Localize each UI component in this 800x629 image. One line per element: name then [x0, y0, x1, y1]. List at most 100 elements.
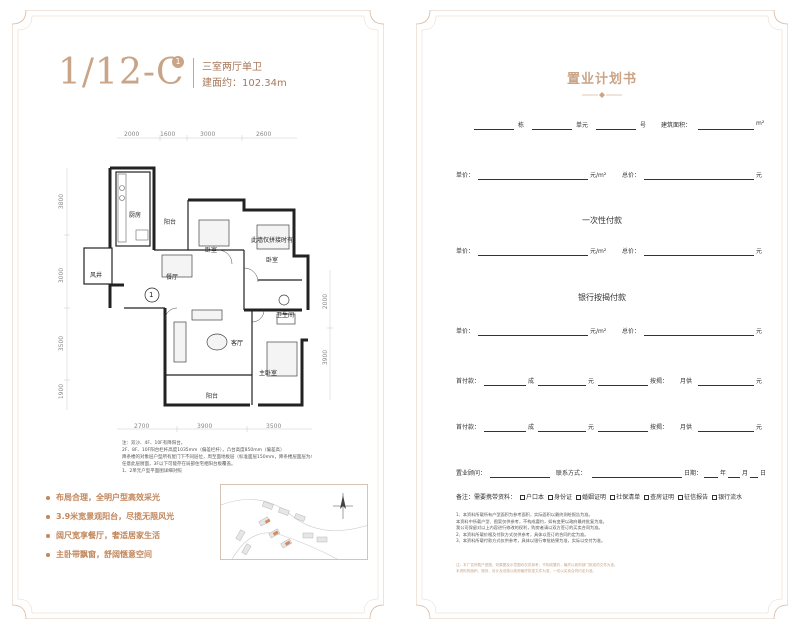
loan-field[interactable]: [598, 385, 648, 386]
note-line: 任意此层厨面，3F以下可能存在局部住宅相阳台板覆盖。: [122, 462, 236, 467]
mortgage-plan-row: 首付款： 成 元 按揭： 月供 元: [456, 376, 762, 388]
down-amount-field[interactable]: [538, 431, 586, 432]
unit-price-field[interactable]: [478, 335, 588, 336]
total-price-field[interactable]: [644, 255, 754, 256]
monthly-field[interactable]: [698, 431, 754, 432]
unit-price-label: 单价：: [456, 248, 475, 255]
year-field[interactable]: [704, 477, 718, 478]
monthly-unit: 元: [756, 424, 763, 431]
loan-field[interactable]: [598, 431, 648, 432]
building-field[interactable]: [474, 129, 514, 130]
feature-text: 阔尺宽享餐厅，奢适居家生活: [56, 531, 160, 540]
contact-field[interactable]: [592, 477, 682, 478]
purchase-plan-panel: 置业计划书 栋 单元 号 建筑面积： m² 单价： 元/m² 总价： 元 一次性…: [416, 10, 788, 619]
plan-note: 此墙仅拼接时有: [251, 237, 294, 244]
unit-label: 单元: [576, 122, 589, 129]
checkbox-bank[interactable]: [712, 494, 718, 500]
consultant-field[interactable]: [490, 477, 550, 478]
doc-item: 征信报告: [684, 494, 709, 501]
feature-text: 3.9米宽景观阳台，尽揽无限风光: [56, 512, 175, 521]
checkbox-credit[interactable]: [678, 494, 684, 500]
monthly-unit: 元: [756, 378, 763, 385]
day-field[interactable]: [750, 477, 758, 478]
dim-bottom-3: 3500: [266, 423, 282, 430]
feature-item: 3.9米宽景观阳台，尽揽无限风光: [46, 507, 216, 526]
unit-field[interactable]: [532, 129, 572, 130]
total-price-field[interactable]: [644, 179, 754, 180]
total-price-label: 总价：: [622, 172, 641, 179]
title-ornament-icon: [582, 92, 622, 98]
bullet-icon: [46, 552, 50, 557]
bullet-icon: [46, 495, 50, 500]
checkbox-hukou[interactable]: [520, 494, 526, 500]
unit-price-field[interactable]: [478, 179, 588, 180]
feature-item: 阔尺宽享餐厅，奢适居家生活: [46, 526, 216, 545]
unit-price-label: 单价：: [456, 328, 475, 335]
disclaimer: 注：本广告所载户型图、效果图及示意图均仅供参考，不构成要约，最终以政府部门批准的…: [456, 562, 756, 574]
doc-item: 银行流水: [718, 494, 743, 501]
room-bedroom-2: 卧室: [266, 257, 279, 264]
checkbox-marriage[interactable]: [576, 494, 582, 500]
date-label: 日期：: [684, 470, 703, 477]
room-living: 客厅: [231, 340, 244, 347]
unit-marker: 1: [149, 291, 154, 299]
consultant-row: 置业顾问： 联系方式： 日期： 年 月 日: [456, 468, 766, 480]
room-field[interactable]: [596, 129, 636, 130]
total-price-unit: 元: [756, 328, 763, 335]
loan-label: 按揭：: [650, 424, 669, 431]
mortgage-plan-row: 首付款： 成 元 按揭： 月供 元: [456, 422, 762, 434]
doc-item: 查房证明: [650, 494, 675, 501]
form-title: 置业计划书: [566, 72, 637, 87]
month-label: 月: [742, 470, 749, 477]
down-payment-label: 首付款：: [456, 424, 481, 431]
title-divider: [193, 58, 194, 88]
panel-frame: [416, 10, 788, 619]
total-price-label: 总价：: [622, 248, 641, 255]
down-payment-field[interactable]: [484, 385, 526, 386]
total-price-unit: 元: [756, 248, 763, 255]
total-price-unit: 元: [756, 172, 763, 179]
site-map-drawing: [221, 499, 367, 559]
yuan-label: 元: [588, 378, 595, 385]
month-field[interactable]: [728, 477, 740, 478]
feature-item: 布局合理，全明户型高效采光: [46, 488, 216, 507]
room-balcony-top: 阳台: [164, 219, 177, 226]
dim-top-2: 1600: [160, 131, 176, 138]
price-row: 单价： 元/m² 总价： 元: [456, 170, 762, 182]
note-line: 降条楼的对象层户型所有屋门下不同层位，周至面地板层（标准面层150mm，降条楼层…: [122, 455, 312, 460]
ratio-label: 成: [528, 378, 535, 385]
fine-print: 1、本资料所载所有户型面积为参考面积，实际面积以最终测绘报告为准。 本资料中所载…: [456, 512, 756, 545]
monthly-label: 月供: [680, 378, 693, 385]
note-line: 2F、8F、10F阳台栏杆高度1035mm（偏差栏杆），凸台高度850mm（偏差…: [122, 448, 285, 453]
dim-top-4: 2600: [256, 131, 272, 138]
feature-text: 主卧带飘窗，舒阔惬意空间: [56, 550, 152, 559]
unit-badge: 1: [172, 56, 184, 68]
docs-label: 备注：需要携带资料：: [456, 494, 517, 501]
checkbox-social[interactable]: [610, 494, 616, 500]
monthly-label: 月供: [680, 424, 693, 431]
unit-area: 建面约：102.34m: [202, 78, 287, 89]
room-air-shaft: 风井: [90, 272, 103, 279]
checkbox-property[interactable]: [644, 494, 650, 500]
fine-print-line: 2、本资料所载价格及付款方式仅供参考，具体以签订的合同约定为准。: [456, 531, 589, 537]
dim-top-3: 3000: [200, 131, 216, 138]
dim-top-1: 2000: [124, 131, 140, 138]
loan-label: 按揭：: [650, 378, 669, 385]
fine-print-line: 本资料中所载户型、图案仅供参考，不构成要约，如有变更以政府最终批复为准。: [456, 518, 607, 524]
yuan-label: 元: [588, 424, 595, 431]
plan-notes: 注：双沙、4F、10F有降阳台。 2F、8F、10F阳台栏杆高度1035mm（偏…: [122, 440, 312, 475]
property-row: 栋 单元 号 建筑面积： m²: [456, 120, 764, 132]
unit-code: 1/12-C: [58, 52, 185, 93]
down-payment-field[interactable]: [484, 431, 526, 432]
section-onetime-title: 一次性付款: [582, 216, 622, 225]
area-field[interactable]: [698, 129, 754, 130]
checkbox-id[interactable]: [548, 494, 554, 500]
doc-item: 户口本: [526, 494, 545, 501]
unit-price-field[interactable]: [478, 255, 588, 256]
site-map: [220, 484, 368, 560]
monthly-field[interactable]: [698, 385, 754, 386]
consultant-label: 置业顾问：: [456, 470, 487, 477]
feature-item: 主卧带飘窗，舒阔惬意空间: [46, 545, 216, 564]
total-price-field[interactable]: [644, 335, 754, 336]
down-amount-field[interactable]: [538, 385, 586, 386]
